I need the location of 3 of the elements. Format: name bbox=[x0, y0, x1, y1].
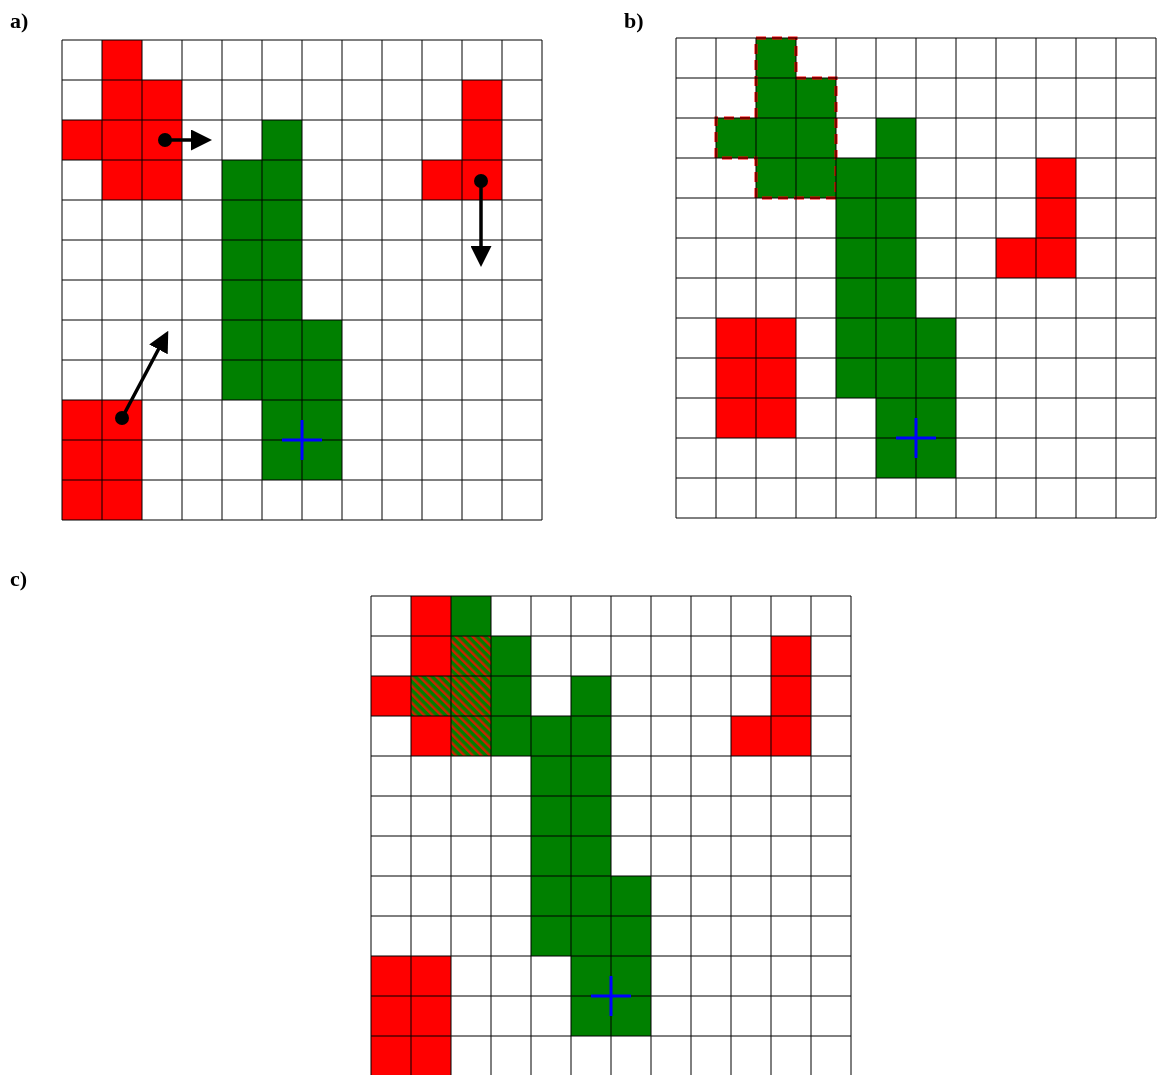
panel-label: c) bbox=[10, 566, 28, 592]
panel-label: b) bbox=[624, 8, 644, 34]
panel-label: a) bbox=[10, 8, 29, 34]
